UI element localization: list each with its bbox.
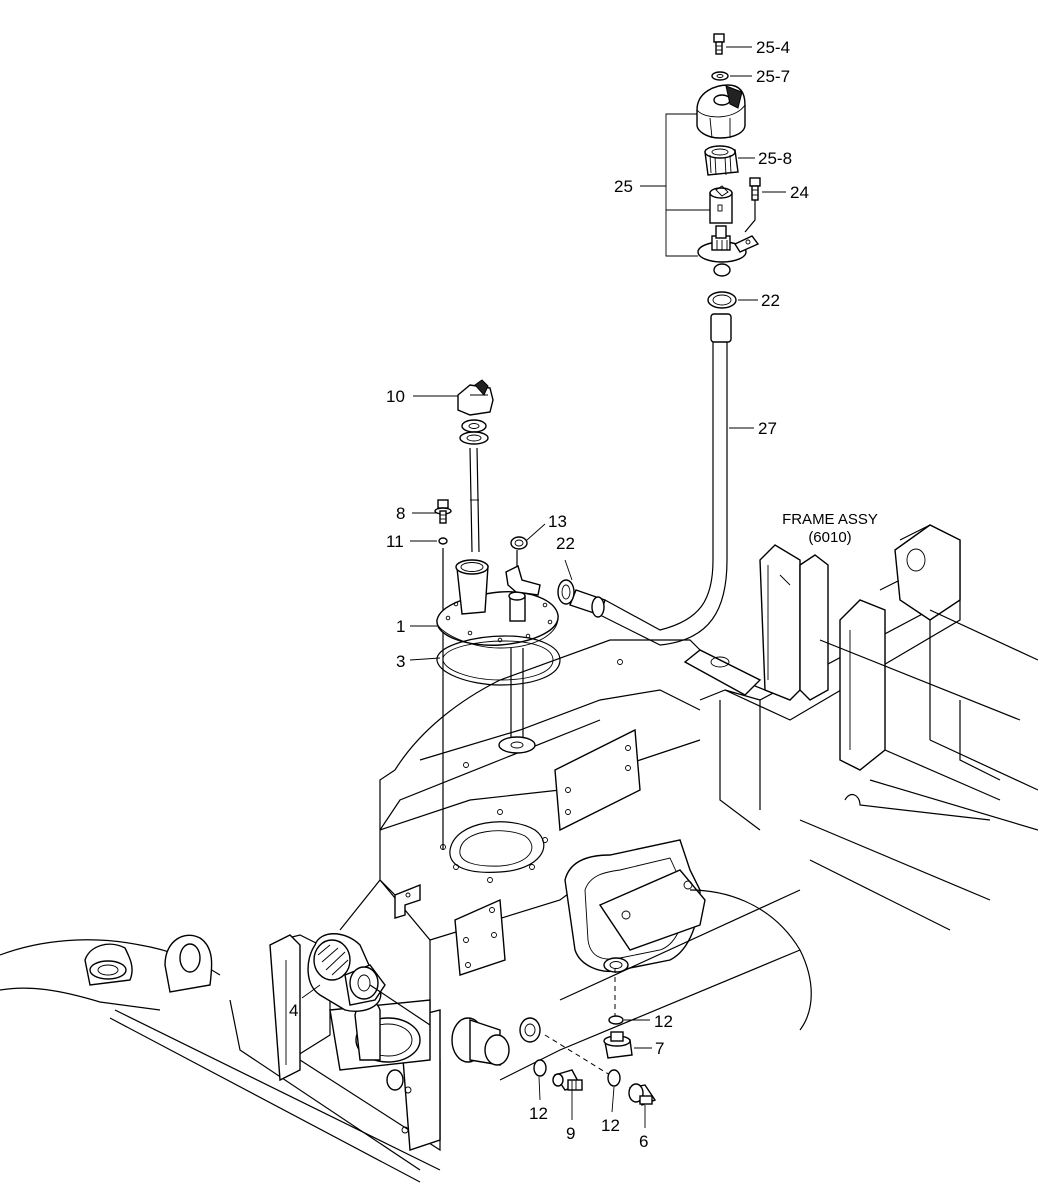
hose-clamp-22-top [707, 291, 737, 309]
callout-labels: 25-4 25-7 25 25-8 24 22 27 10 8 11 13 22… [289, 38, 878, 1151]
callout-25-7: 25-7 [756, 67, 790, 86]
sender-plate-1 [436, 559, 575, 649]
callout-25: 25 [614, 177, 633, 196]
filler-cap-10 [457, 379, 494, 445]
frame-assembly [0, 524, 1038, 1183]
breather-body [709, 185, 733, 224]
callout-11: 11 [386, 532, 404, 551]
callout-1: 1 [396, 617, 405, 636]
callout-25-4: 25-4 [756, 38, 790, 57]
bolt-24 [744, 177, 761, 233]
breather-cap [696, 84, 746, 139]
frame-assy-code: (6010) [808, 529, 851, 546]
callout-4: 4 [289, 1001, 298, 1020]
drain-plug-7 [603, 1031, 633, 1059]
callout-12-right: 12 [654, 1012, 673, 1031]
callout-12-left: 12 [529, 1104, 548, 1123]
hose-27 [569, 313, 732, 646]
callout-22-mid: 22 [556, 534, 575, 553]
frame-assy-label: FRAME ASSY [782, 511, 878, 528]
fitting-9 [552, 1069, 583, 1091]
o-ring-12-right [608, 1015, 624, 1025]
callout-24: 24 [790, 183, 809, 202]
callout-9: 9 [566, 1124, 575, 1143]
washer-25-7 [711, 71, 729, 81]
callout-13: 13 [548, 512, 567, 531]
breather-filter-4 [307, 933, 431, 1026]
gasket-3 [436, 635, 561, 686]
breather-assembly [696, 33, 761, 309]
o-ring-11 [438, 537, 448, 545]
bolt-8 [434, 499, 452, 524]
leader-lines [301, 46, 786, 1128]
breather-base [697, 225, 760, 277]
filter-element-25-8 [704, 145, 739, 176]
callout-10: 10 [386, 387, 405, 406]
fuel-sender-assembly [434, 379, 575, 850]
callout-22-top: 22 [761, 291, 780, 310]
clamp-13 [510, 536, 528, 550]
drain-plug-6 [628, 1083, 657, 1106]
bolt-25-4 [713, 33, 725, 55]
callout-6: 6 [639, 1132, 648, 1151]
o-ring-12-mid [607, 1069, 621, 1087]
callout-7: 7 [655, 1039, 664, 1058]
callout-27: 27 [758, 419, 777, 438]
callout-3: 3 [396, 652, 405, 671]
callout-25-8: 25-8 [758, 149, 792, 168]
callout-8: 8 [396, 504, 405, 523]
o-ring-12-left [533, 1059, 547, 1077]
callout-12-mid: 12 [601, 1116, 620, 1135]
